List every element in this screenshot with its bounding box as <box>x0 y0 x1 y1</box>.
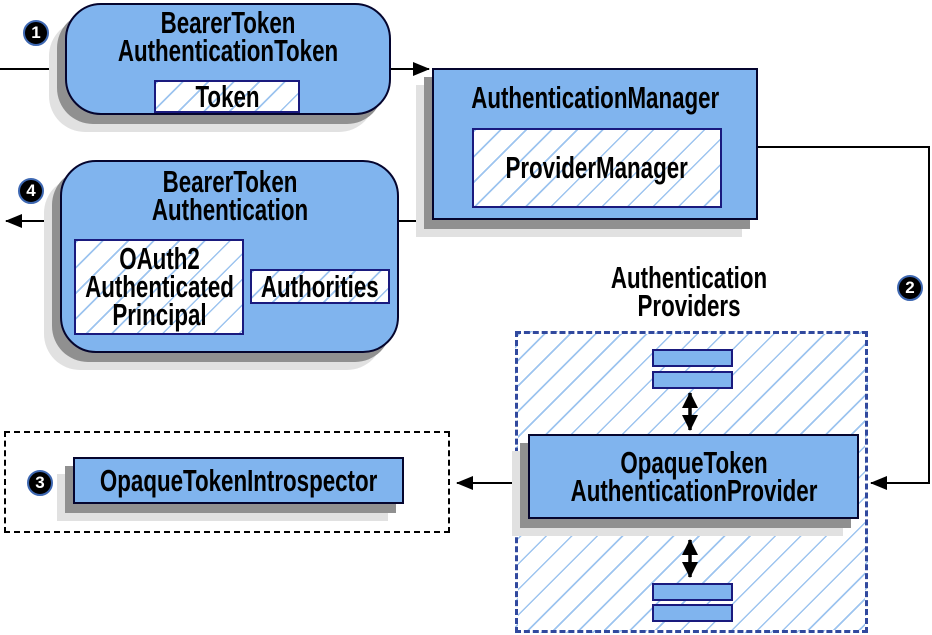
step-1-number: 1 <box>31 23 41 42</box>
bearer-token-authentication-label: BearerToken Authentication <box>151 164 308 227</box>
step-badge-3: 3 <box>27 470 53 496</box>
node-oauth2-authenticated-principal: OAuth2 Authenticated Principal <box>74 239 244 335</box>
provider-placeholder-bar-top-1 <box>652 349 733 367</box>
opaque-token-authentication-provider-label: OpaqueToken AuthenticationProvider <box>570 444 817 508</box>
step-3-number: 3 <box>35 473 45 492</box>
provider-placeholder-bar-bottom-2 <box>652 604 733 622</box>
provider-manager-label: ProviderManager <box>505 150 689 185</box>
node-opaque-token-introspector: OpaqueTokenIntrospector <box>73 457 404 504</box>
step-4-number: 4 <box>26 181 36 200</box>
node-token: Token <box>154 80 300 113</box>
step-badge-2: 2 <box>897 275 923 301</box>
node-opaque-token-authentication-provider: OpaqueToken AuthenticationProvider <box>528 434 859 519</box>
node-bearer-token-authentication-token: BearerToken AuthenticationToken Token <box>65 3 391 115</box>
authorities-label: Authorities <box>261 268 379 304</box>
opaque-token-introspector-label: OpaqueTokenIntrospector <box>99 462 378 498</box>
authentication-providers-caption: Authentication Providers <box>610 260 768 323</box>
node-authorities: Authorities <box>250 269 390 304</box>
oauth2-authenticated-principal-label: OAuth2 Authenticated Principal <box>84 241 234 332</box>
arrow-manager-to-authentication-provider <box>758 146 930 490</box>
token-label: Token <box>194 78 260 114</box>
step-2-number: 2 <box>905 278 915 297</box>
node-bearer-token-authentication: BearerToken Authentication OAuth2 Authen… <box>60 160 399 353</box>
step-badge-1: 1 <box>23 20 49 46</box>
step-badge-4: 4 <box>18 178 44 204</box>
authentication-providers-caption-wrap: Authentication Providers <box>539 260 839 323</box>
node-authentication-manager: AuthenticationManager ProviderManager <box>432 68 758 220</box>
provider-placeholder-bar-top-2 <box>652 371 733 389</box>
bearer-token-authentication-token-label: BearerToken AuthenticationToken <box>117 5 339 68</box>
node-provider-manager: ProviderManager <box>472 128 722 208</box>
authentication-manager-label: AuthenticationManager <box>470 80 720 115</box>
provider-placeholder-bar-bottom-1 <box>652 583 733 601</box>
